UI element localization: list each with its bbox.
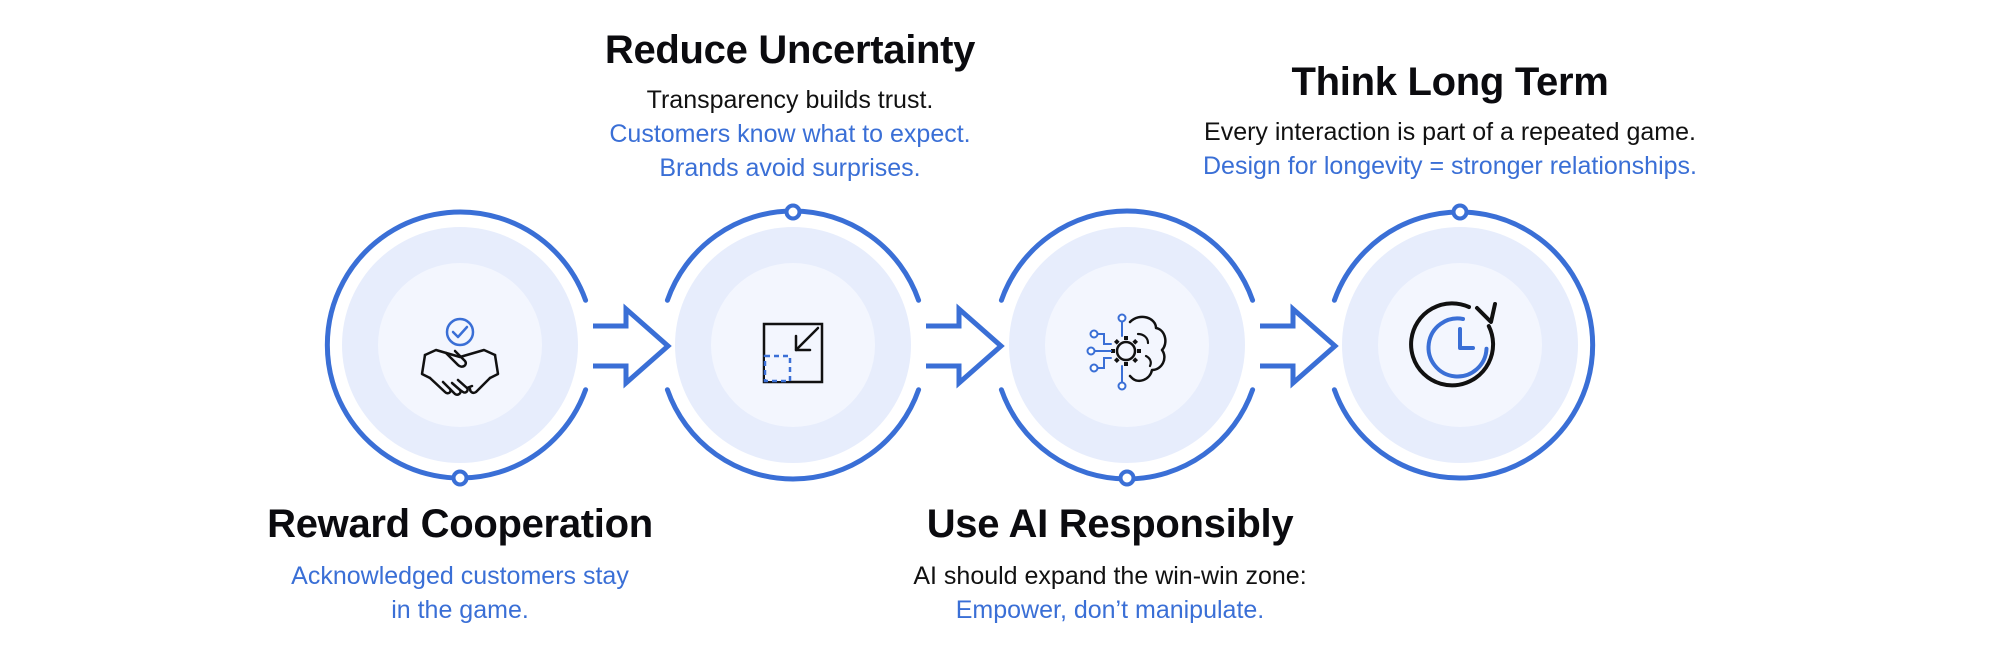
step-circle-think-long-term xyxy=(1331,203,1596,481)
step-highlight: Brands avoid surprises. xyxy=(659,154,921,182)
step-title: Use AI Responsibly xyxy=(926,502,1294,546)
ai-brain-gear-icon xyxy=(1086,313,1167,391)
step-highlight: Empower, don’t manipulate. xyxy=(955,596,1265,624)
clock-refresh-icon xyxy=(1409,301,1497,388)
flow-arrow xyxy=(926,303,1005,389)
caption-reduce-uncertainty: Reduce Uncertainty Transparency builds t… xyxy=(590,28,990,185)
step-title: Reward Cooperation xyxy=(267,502,653,546)
connector-dot xyxy=(451,469,469,487)
step-title: Reduce Uncertainty xyxy=(604,28,976,72)
caption-reward-cooperation: Reward Cooperation Acknowledged customer… xyxy=(255,502,665,627)
step-circle-reduce-uncertainty xyxy=(664,203,922,482)
step-description: Transparency builds trust. xyxy=(646,86,934,114)
step-title: Think Long Term xyxy=(1291,60,1609,104)
step-description: Every interaction is part of a repeated … xyxy=(1204,118,1696,146)
step-highlight: Acknowledged customers stay xyxy=(291,562,629,590)
shrink-square-icon xyxy=(762,322,824,384)
step-description: AI should expand the win-win zone: xyxy=(913,562,1307,590)
connector-dot xyxy=(1118,469,1136,487)
caption-use-ai-responsibly: Use AI Responsibly AI should expand the … xyxy=(880,502,1340,627)
flow-arrow xyxy=(593,303,672,389)
handshake-check-icon xyxy=(420,317,500,396)
flow-arrow xyxy=(1260,303,1339,389)
connector-dot xyxy=(784,203,802,221)
step-circle-reward-cooperation xyxy=(324,209,589,487)
connector-dot xyxy=(1451,203,1469,221)
step-highlight: Customers know what to expect. xyxy=(609,120,971,148)
step-highlight: in the game. xyxy=(391,596,529,624)
caption-think-long-term: Think Long Term Every interaction is par… xyxy=(1160,60,1740,183)
step-highlight: Design for longevity = stronger relation… xyxy=(1202,152,1697,180)
step-circle-use-ai-responsibly xyxy=(998,208,1256,487)
